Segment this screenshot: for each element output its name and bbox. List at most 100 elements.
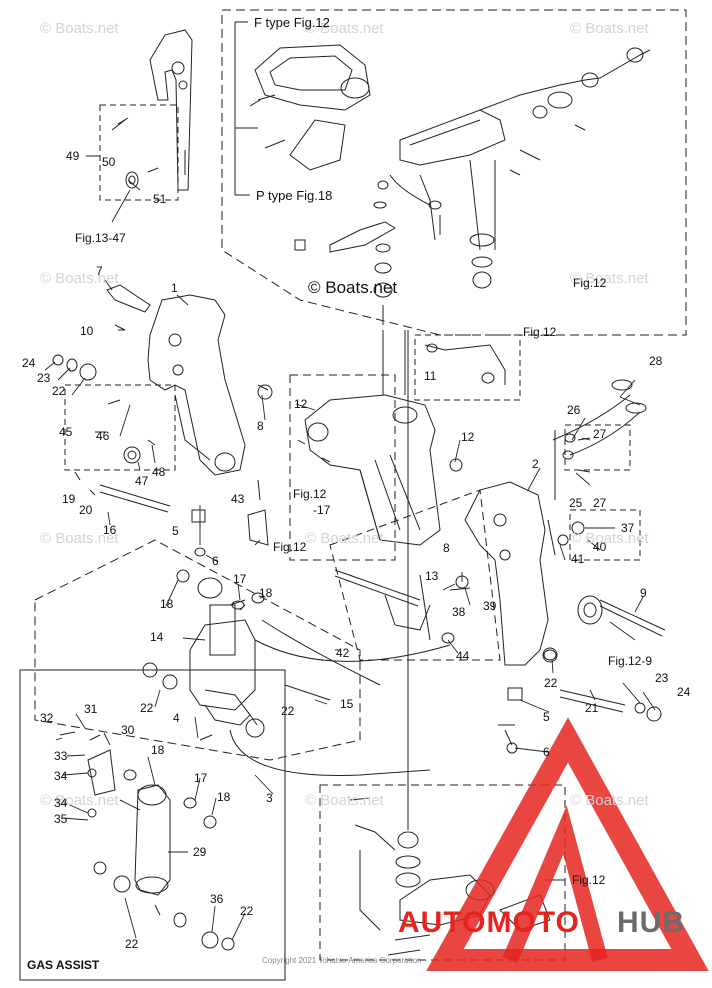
part-number: 39 [483, 599, 497, 613]
part-number: 7 [96, 264, 103, 278]
part-number: 47 [135, 474, 149, 488]
part-number: 31 [84, 702, 98, 716]
fig1347-dashed-frame [99, 104, 179, 201]
stern-bracket-left [147, 294, 246, 476]
part-number: 43 [231, 492, 245, 506]
part-number: 3 [266, 791, 273, 805]
bracket-dashed-frame [289, 374, 396, 561]
part-number: 15 [340, 697, 354, 711]
watermark: © Boats.net [570, 792, 649, 809]
thru-bolt-16 [99, 484, 171, 513]
top-bracket [149, 29, 193, 191]
watermark: © Boats.net [305, 530, 384, 547]
part-number: 30 [121, 723, 135, 737]
part-number: 5 [172, 524, 179, 538]
tilt-tube-dashed-frame [329, 489, 501, 661]
part-number: 45 [59, 425, 73, 439]
part-number: 12 [461, 430, 475, 444]
ref-fig12: Fig.12 [523, 325, 557, 339]
part-number: 9 [640, 586, 647, 600]
part-number: 6 [212, 554, 219, 568]
part-number: 33 [54, 749, 68, 763]
part-number: 8 [257, 419, 264, 433]
steering-arm [399, 109, 506, 166]
part-number: 4 [173, 711, 180, 725]
ref-fig12-17-part: -17 [313, 503, 331, 517]
upper-dashed-frame [221, 9, 687, 336]
part-number: 40 [593, 540, 607, 554]
part-number: 32 [40, 711, 54, 725]
gas-assist-cylinder [134, 784, 171, 896]
part-number: 24 [22, 356, 36, 370]
part-number: 44 [456, 649, 470, 663]
part-number: 38 [452, 605, 466, 619]
gas-assist-frame [19, 669, 286, 981]
part-number: 28 [649, 354, 663, 368]
part-number: 22 [125, 937, 139, 951]
watermark: © Boats.net [40, 792, 119, 809]
stern-bracket-right [464, 481, 549, 666]
part-number: 12 [294, 397, 308, 411]
part-number: 18 [259, 586, 273, 600]
ref-f-type: F type Fig.12 [254, 15, 330, 30]
ref-fig12: Fig.12 [573, 276, 607, 290]
part-number: 22 [281, 704, 295, 718]
right-bolt-dashed-frame [564, 424, 631, 471]
part-number: 21 [585, 701, 599, 715]
part-number: 23 [655, 671, 669, 685]
part-number: 22 [140, 701, 154, 715]
watermark: © Boats.net [570, 270, 649, 287]
part-number: 24 [677, 685, 691, 699]
part-number: 18 [217, 790, 231, 804]
f-type-bracket [254, 44, 371, 111]
ref-fig12: Fig.12 [572, 873, 606, 887]
part-number: 22 [240, 904, 254, 918]
ref-p-type: P type Fig.18 [256, 188, 333, 203]
part-number: 1 [171, 281, 178, 295]
part-number: 17 [194, 771, 208, 785]
swivel-bracket [304, 394, 441, 546]
part-number: 16 [103, 523, 117, 537]
part-number: 34 [54, 769, 68, 783]
part-number: 51 [153, 192, 167, 206]
part-number: 27 [593, 427, 607, 441]
part-number: 41 [571, 552, 585, 566]
part-number: 20 [79, 503, 93, 517]
part-number: 14 [150, 630, 164, 644]
tilt-cylinder [189, 619, 256, 711]
part-number: 26 [567, 403, 581, 417]
part-number: 46 [96, 429, 110, 443]
watermark: © Boats.net [305, 792, 384, 809]
part-number: 2 [532, 457, 539, 471]
part-number: 50 [102, 155, 116, 169]
watermark: © Boats.net [40, 20, 119, 37]
cylinder-dashed-frame [34, 539, 361, 761]
logo-hub: HUB [617, 906, 685, 939]
part-number: 17 [233, 572, 247, 586]
watermark: © Boats.net [570, 20, 649, 37]
part-number: 22 [52, 384, 66, 398]
center-watermark: © Boats.net [308, 278, 398, 297]
copyright: Copyright 2021 Tohatsu America Corporati… [262, 956, 422, 965]
watermark: © Boats.net [40, 270, 119, 287]
watermark: © Boats.net [305, 20, 384, 37]
shaft-42 [334, 569, 421, 607]
gas-assist-label: GAS ASSIST [27, 958, 100, 972]
part-number: 34 [54, 796, 68, 810]
part-number: 29 [193, 845, 207, 859]
part-number: 23 [37, 371, 51, 385]
part-number: 11 [424, 369, 437, 383]
logo-mark [426, 717, 709, 971]
part-number: 27 [593, 496, 607, 510]
part-number: 25 [569, 496, 583, 510]
wire-dashed-frame [414, 334, 521, 401]
part-number: 19 [62, 492, 76, 506]
logo-automoto: AUTOMOTO [398, 906, 580, 939]
part-number: 36 [210, 892, 224, 906]
p-type-bracket [289, 119, 346, 171]
part-number: 5 [543, 710, 550, 724]
part-number: 13 [425, 569, 439, 583]
part-number: 6 [543, 745, 550, 759]
part-number: 10 [80, 324, 94, 338]
